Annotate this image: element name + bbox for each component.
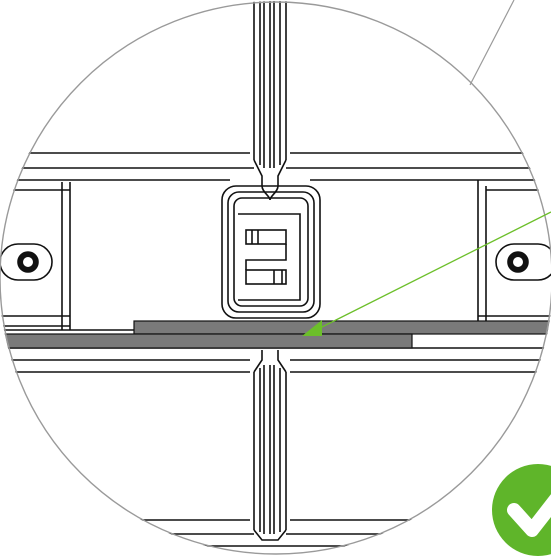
leader-line bbox=[469, 0, 515, 86]
check-badge-icon bbox=[492, 464, 551, 556]
central-clip bbox=[221, 185, 321, 319]
pointer-arrow-icon bbox=[302, 211, 551, 336]
bottom-band bbox=[0, 519, 551, 547]
left-bracket bbox=[0, 182, 71, 330]
magnified-detail bbox=[0, 1, 551, 547]
top-band bbox=[0, 152, 551, 181]
panel-plates bbox=[0, 320, 551, 349]
right-mounting-hole bbox=[495, 243, 551, 281]
upper-plate bbox=[133, 320, 551, 335]
lower-plate bbox=[0, 333, 413, 349]
top-vertical-rail bbox=[253, 1, 287, 186]
bottom-vertical-rail bbox=[253, 350, 287, 541]
left-mounting-hole bbox=[0, 243, 53, 281]
